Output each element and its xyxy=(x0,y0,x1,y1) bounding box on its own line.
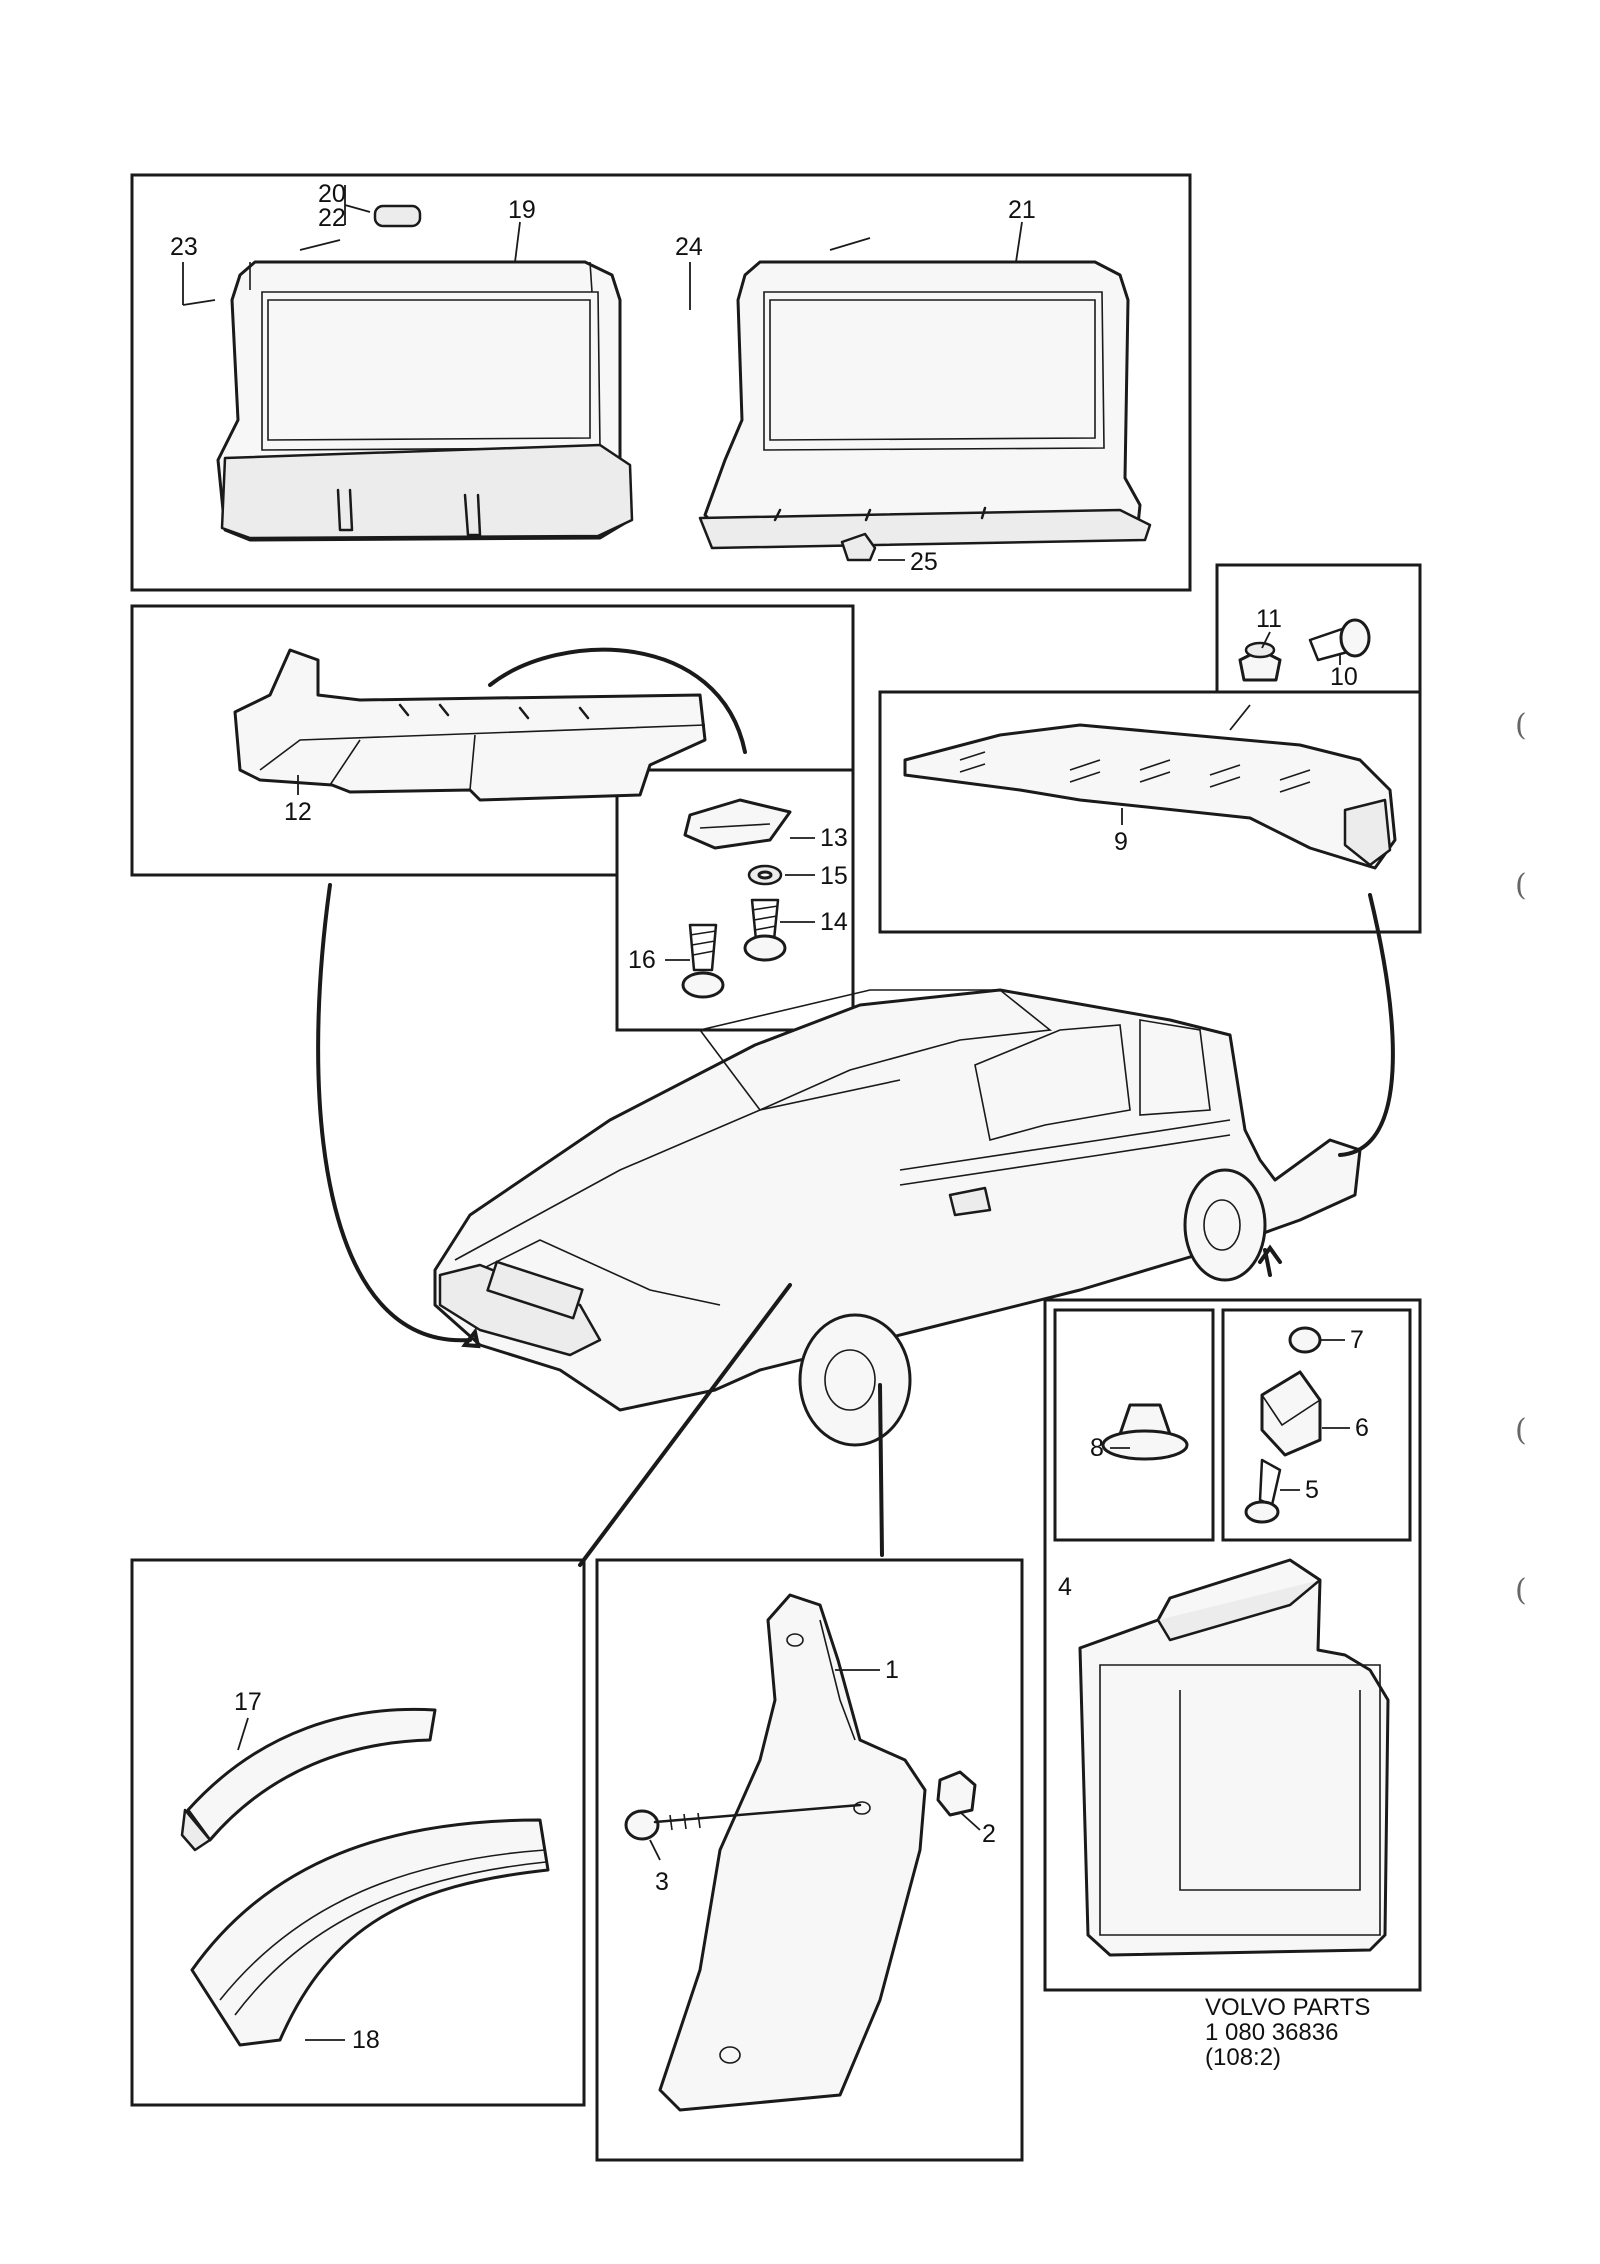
panel-bumper-liner xyxy=(878,690,1422,934)
panel-fastener-detail xyxy=(1215,563,1422,694)
edge-mark: ( xyxy=(1515,708,1527,743)
panel-clip-detail xyxy=(615,768,855,1032)
callout-24: 24 xyxy=(675,233,703,261)
callout-3: 3 xyxy=(655,1868,669,1896)
callout-2: 2 xyxy=(982,1820,996,1848)
callout-8: 8 xyxy=(1090,1434,1104,1462)
callout-1: 1 xyxy=(885,1656,899,1684)
bracket-5-6-7 xyxy=(1244,1326,1322,1524)
mudflap-4 xyxy=(1078,1558,1390,1957)
callout-10: 10 xyxy=(1330,663,1358,691)
panel-radiator-shrouds xyxy=(130,173,1192,592)
callout-14: 14 xyxy=(820,908,848,936)
panel-wheel-arch-mouldings xyxy=(130,1558,586,2107)
grommet-8 xyxy=(1101,1403,1189,1461)
connection-arcs xyxy=(316,647,1395,1567)
clip-2-screw-3 xyxy=(624,1770,977,1841)
clip-hardware-13-16 xyxy=(681,798,792,999)
leaders-bottom-left xyxy=(237,1717,345,2041)
leaders-bottom-middle xyxy=(649,1669,981,1861)
callout-20: 20 xyxy=(318,180,346,208)
wheel-arch-moulding-17 xyxy=(180,1707,437,1852)
front-mudflap-1 xyxy=(658,1593,927,2112)
leaders-middle-left xyxy=(297,775,815,961)
car-illustration xyxy=(433,988,1362,1447)
panel-bracket xyxy=(1221,1308,1412,1542)
wheel-arch-moulding-18 xyxy=(190,1818,550,2047)
callout-25: 25 xyxy=(910,548,938,576)
callout-4: 4 xyxy=(1058,1573,1072,1601)
panel-grommet xyxy=(1053,1308,1215,1542)
edge-mark: ( xyxy=(1515,1413,1527,1448)
edge-mark: ( xyxy=(1515,1573,1527,1608)
splash-guard-12 xyxy=(233,648,707,802)
callout-5: 5 xyxy=(1305,1476,1319,1504)
callout-15: 15 xyxy=(820,862,848,890)
leaders-middle-right xyxy=(1121,631,1341,825)
callout-6: 6 xyxy=(1355,1414,1369,1442)
stamp-line-1: VOLVO PARTS xyxy=(1205,1994,1370,2021)
parts-stamp: VOLVO PARTS 1 080 36836 (108:2) xyxy=(1205,1994,1370,2071)
bumper-liner-9 xyxy=(903,723,1397,870)
leaders-bottom-right xyxy=(1110,1339,1350,1491)
radiator-shroud-right xyxy=(698,260,1152,562)
radiator-shroud-left xyxy=(216,204,634,542)
callout-labels: 1 2 3 4 5 6 7 8 9 10 11 12 13 14 15 16 1… xyxy=(170,180,1369,2054)
panel-mudflap-set xyxy=(1043,1298,1422,1992)
callout-7: 7 xyxy=(1350,1326,1364,1354)
callout-9: 9 xyxy=(1114,828,1128,856)
callout-13: 13 xyxy=(820,824,848,852)
stamp-line-3: (108:2) xyxy=(1205,2044,1281,2071)
panel-front-mudflap xyxy=(595,1558,1024,2162)
callout-18: 18 xyxy=(352,2026,380,2054)
leaders-top-panel xyxy=(182,185,1023,561)
callout-21: 21 xyxy=(1008,196,1036,224)
binder-edge-marks: ( ( ( ( xyxy=(1515,708,1527,1608)
fastener-10-11 xyxy=(1238,618,1371,682)
callout-12: 12 xyxy=(284,798,312,826)
callout-22: 22 xyxy=(318,204,346,232)
callout-23: 23 xyxy=(170,233,198,261)
callout-16: 16 xyxy=(628,946,656,974)
callout-11: 11 xyxy=(1256,605,1282,633)
callout-19: 19 xyxy=(508,196,536,224)
stamp-line-2: 1 080 36836 xyxy=(1205,2019,1338,2046)
edge-mark: ( xyxy=(1515,868,1527,903)
callout-17: 17 xyxy=(234,1688,262,1716)
